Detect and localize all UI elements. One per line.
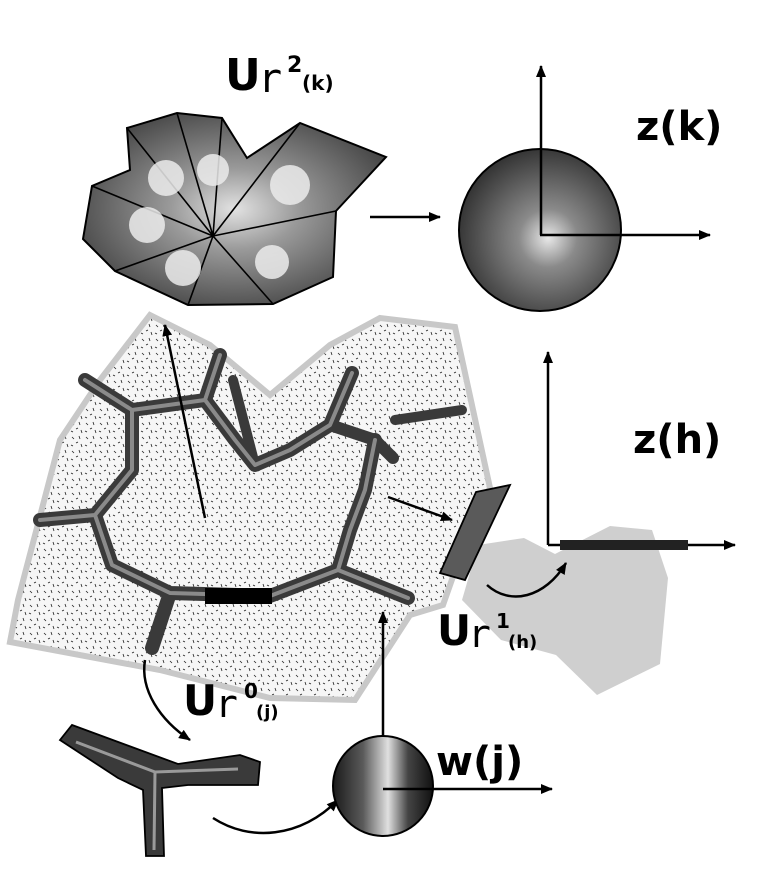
u2-sub: r: [258, 56, 282, 102]
curved-arrow-junction-to-sphere: [212, 799, 339, 835]
u1-arg: (h): [508, 632, 537, 653]
u0-sub: r: [215, 682, 238, 726]
u1-base: U: [437, 606, 471, 655]
sphere-w-j: [332, 611, 553, 837]
u0-base: U: [183, 676, 217, 725]
u2-sup: 2: [287, 53, 302, 78]
junction-piece-j: [58, 723, 261, 857]
curved-arrow-edge-to-zh: [486, 562, 568, 598]
arrow-region-to-cluster: [162, 324, 207, 519]
edge-piece-h: [438, 483, 512, 582]
level1-tiled-region: [6, 311, 668, 704]
arrow-to-edge-piece: [387, 495, 453, 522]
axes-z-h: [543, 351, 736, 550]
u0-arg: (j): [256, 702, 279, 723]
level2-tile-cluster: [81, 111, 388, 307]
ghost-tile: [462, 526, 668, 695]
label-z-k: z(k): [636, 104, 722, 150]
z-h-edge-bar: [560, 540, 688, 550]
label-z-h: z(h): [633, 417, 721, 463]
label-u-r0-j: U r 0 (j): [183, 676, 279, 726]
u1-sup: 1: [496, 609, 510, 633]
cluster-highlights: [129, 154, 310, 286]
sphere-z-k: [458, 65, 711, 312]
label-u-r1-h: U r 1 (h): [437, 606, 537, 656]
label-u-r2-k: U r 2 (k): [225, 50, 334, 102]
u2-arg: (k): [302, 71, 334, 95]
u0-sup: 0: [244, 679, 258, 703]
curved-arrow-region-to-junction: [142, 659, 191, 742]
u2-base: U: [225, 50, 261, 101]
label-w-j: w(j): [436, 739, 523, 785]
u1-sub: r: [468, 612, 491, 656]
